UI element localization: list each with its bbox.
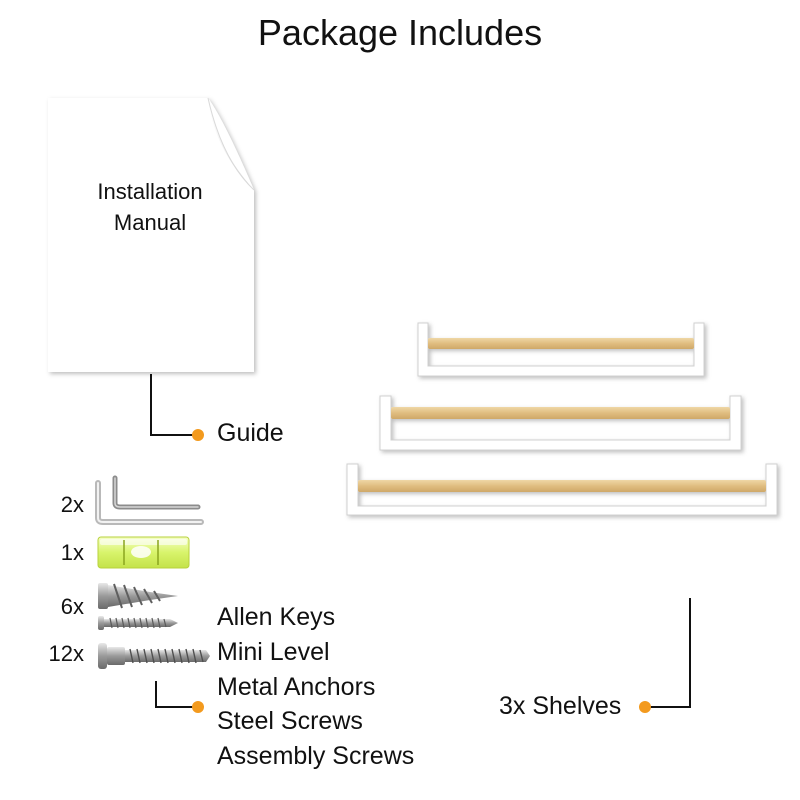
guide-label: Guide <box>217 419 284 447</box>
shelves-connector <box>639 598 691 713</box>
guide-connector <box>150 374 204 441</box>
assembly-screw-image <box>98 643 210 669</box>
quantity-screws: 12x <box>48 641 84 666</box>
hardware-bullet <box>192 701 204 713</box>
hardware-item-allen-keys: Allen Keys <box>217 603 336 631</box>
shelf-large <box>346 463 778 516</box>
manual-cover-text: Installation Manual <box>60 176 240 238</box>
shelves-label: 3x Shelves <box>499 692 622 720</box>
shelves-bullet <box>639 701 651 713</box>
installation-manual-image <box>48 97 255 372</box>
manual-title-line1: Installation <box>97 179 203 204</box>
steel-screw-image <box>98 616 178 630</box>
page-title: Package Includes <box>257 12 543 53</box>
manual-title-line2: Manual <box>113 210 187 235</box>
hardware-connector <box>155 681 204 713</box>
shelf-medium <box>379 395 742 451</box>
allen-keys-image <box>95 475 204 525</box>
guide-bullet <box>192 429 204 441</box>
quantity-metal-anchors: 6x <box>60 594 84 619</box>
quantity-allen-keys: 2x <box>60 492 84 517</box>
hardware-item-metal-anchors: Metal Anchors <box>217 673 376 701</box>
metal-anchor-image <box>98 583 178 609</box>
hardware-item-mini-level: Mini Level <box>217 638 330 666</box>
hardware-item-steel-screws: Steel Screws <box>217 707 363 735</box>
hardware-item-assembly-screws: Assembly Screws <box>217 742 415 770</box>
quantity-mini-level: 1x <box>60 540 84 565</box>
mini-level-image <box>97 536 190 569</box>
shelf-small <box>417 322 705 377</box>
